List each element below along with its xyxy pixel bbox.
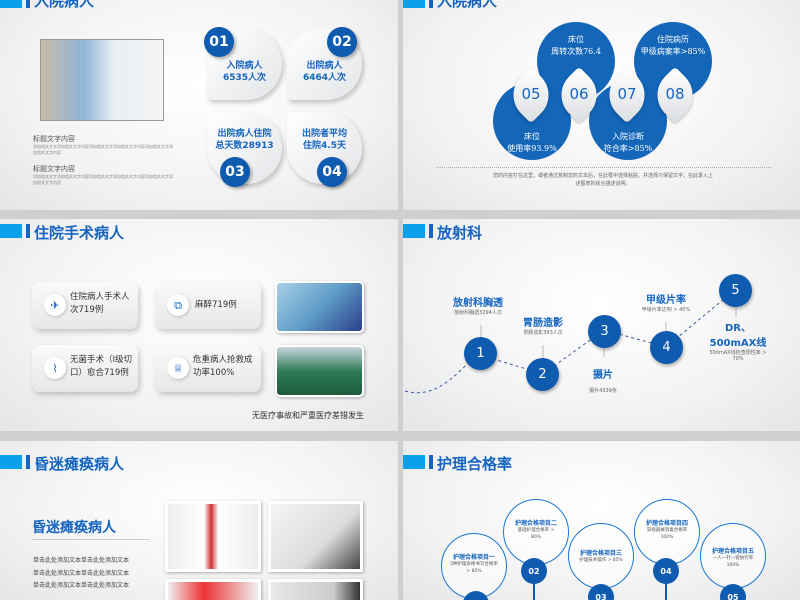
title-accent — [403, 0, 425, 8]
slide-1-admissions[interactable]: 入院病人 标题文字内容 添加相关文字添加相关文字内容添加相关文字添加相关文字内容… — [0, 0, 398, 210]
title-accent — [0, 224, 22, 238]
section-heading: 昏迷瘫痪病人 — [32, 520, 116, 536]
step-5: 5 — [719, 274, 752, 307]
paperclip-icon: ⌇ — [44, 357, 66, 379]
number-badge: 04 — [317, 157, 347, 187]
item-circle-05: 护理合格项目五一人一针一管执行率100% — [700, 523, 766, 589]
body-line: 单击此处添加文本单击此处添加文本 — [33, 582, 130, 589]
number-label: 08 — [665, 85, 685, 103]
connector-stem — [665, 571, 667, 600]
doctors-photo — [40, 39, 164, 121]
body-line: 单击此处添加文本单击此处添加文本 — [33, 569, 130, 577]
item-circle-02: 护理合格项目二基础护理合格率 > 80% — [503, 499, 569, 565]
step-label: 甲级片率甲级片率达到 > 40% — [641, 295, 691, 313]
step-label: 胃肠造影胃肠造影393人次 — [523, 318, 563, 336]
divider — [32, 539, 150, 540]
slide-4-radiology[interactable]: 放射科 1 2 3 4 5 放射科胸透放射科胸透3294人次 胃肠造影胃肠造影3… — [403, 219, 800, 431]
step-label: 摄片摄片4339张 — [589, 370, 617, 394]
timeline-path — [404, 288, 737, 394]
title-accent — [429, 455, 433, 469]
slide-5-coma-patients[interactable]: 昏迷瘫痪病人 昏迷瘫痪病人 单击此处添加文本单击此处添加文本 单击此处添加文本单… — [0, 441, 398, 600]
item-number: 05 — [720, 584, 746, 600]
connector-stem — [533, 571, 535, 600]
slide-title: 住院手术病人 — [34, 224, 125, 242]
step-2: 2 — [526, 358, 559, 391]
subtitle: 标题文字内容 — [33, 165, 75, 173]
heart-photo — [165, 579, 261, 600]
title-accent — [26, 224, 30, 238]
item-circle-03: 护理合格项目三护理技术操作 > 85% — [568, 523, 634, 589]
item-number: 03 — [588, 584, 614, 600]
title-accent — [403, 455, 425, 469]
step-3: 3 — [588, 315, 621, 348]
title-accent — [26, 0, 30, 8]
stat-card: ⧉麻醉719例 — [155, 282, 261, 329]
item-number: 02 — [521, 558, 547, 584]
item-circle-04: 护理合格项目四常规器械消毒合格率100% — [634, 499, 700, 565]
title-accent — [429, 224, 433, 238]
stat-card: ⌇无菌手术（I级切口）愈合719例 — [32, 345, 138, 392]
step-1: 1 — [464, 337, 497, 370]
number-label: 05 — [521, 85, 541, 103]
footer-note: 无医疗事故和严重医疗差错发生 — [252, 411, 364, 420]
caption: 您的内容打在这里，或者通过复制您的文本后，在此框中选择粘贴，并选择只保留文字。在… — [493, 173, 714, 187]
body-line: 单击此处添加文本单击此处添加文本 — [33, 557, 130, 564]
slide-title: 护理合格率 — [437, 455, 513, 473]
body-text: 添加相关文字添加相关文字内容添加相关文字添加相关文字内容添加相关文字添加相关文字… — [33, 144, 173, 155]
body-text: 添加相关文字添加相关文字内容添加相关文字添加相关文字内容添加相关文字添加相关文字… — [33, 174, 173, 185]
step-4: 4 — [650, 331, 683, 364]
copy-icon: ⧉ — [167, 294, 189, 316]
slide-title: 昏迷瘫痪病人 — [34, 455, 125, 473]
stat-card: ♕危重病人抢救成功率100% — [155, 345, 261, 392]
title-accent — [26, 455, 30, 469]
slide-title: 入院病人 — [34, 0, 95, 10]
number-badge: 03 — [220, 157, 250, 187]
slide-3-surgery[interactable]: 住院手术病人 ✈住院病人手术人次719例 ⧉麻醉719例 ⌇无菌手术（I级切口）… — [0, 219, 398, 431]
title-accent — [0, 455, 22, 469]
divider — [436, 167, 771, 168]
number-label: 07 — [617, 85, 637, 103]
paper-plane-icon: ✈ — [44, 294, 66, 316]
surgery-photo — [275, 281, 364, 333]
stethoscope-photo — [165, 501, 261, 572]
step-label: 放射科胸透放射科胸透3294人次 — [453, 298, 503, 316]
slide-title: 入院病人 — [437, 0, 498, 10]
number-badge: 02 — [327, 27, 357, 57]
number-label: 06 — [569, 85, 589, 103]
title-accent — [429, 0, 433, 8]
item-number: 04 — [653, 558, 679, 584]
number-badge: 01 — [204, 27, 234, 57]
stat-card: ✈住院病人手术人次719例 — [32, 282, 138, 329]
slide-2-bed-stats[interactable]: 入院病人 床位周转次数76.4 住院病历甲级病案率>85% 床位使用率93.9%… — [403, 0, 800, 210]
clinic-photo — [268, 579, 363, 600]
subtitle: 标题文字内容 — [33, 135, 75, 143]
surgery-photo — [275, 345, 364, 397]
ecg-photo — [268, 501, 363, 572]
title-accent — [403, 224, 425, 238]
title-accent — [0, 0, 22, 8]
trophy-icon: ♕ — [167, 357, 189, 379]
slide-title: 放射科 — [437, 224, 483, 242]
